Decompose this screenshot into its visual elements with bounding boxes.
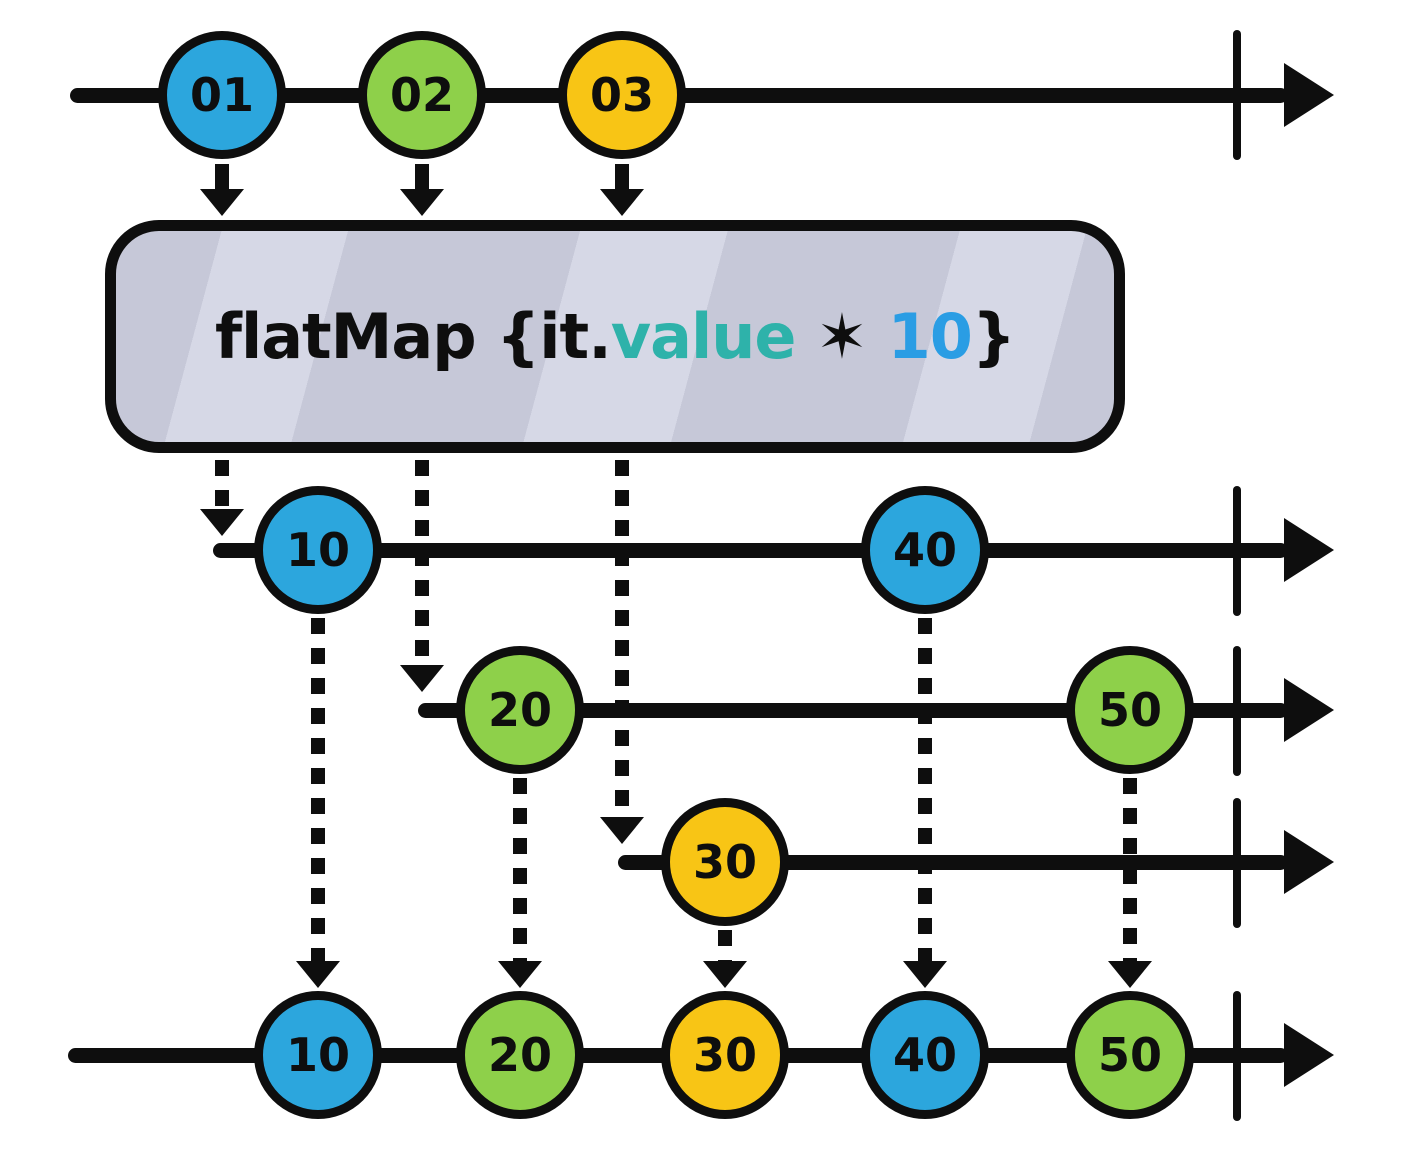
- marble-label: 40: [892, 523, 957, 577]
- marble-label: 10: [285, 1028, 350, 1082]
- marble: 02: [358, 31, 486, 159]
- marble: 50: [1066, 646, 1194, 774]
- marble-label: 02: [389, 68, 454, 122]
- operator-expression: flatMap {it.value ✶ 10}: [214, 300, 1016, 373]
- marble: 30: [661, 991, 789, 1119]
- dashed-emit-arrow-icon: [498, 778, 542, 988]
- emit-arrow-icon: [400, 164, 444, 216]
- marble-label: 20: [487, 1028, 552, 1082]
- dashed-emit-arrow-icon: [200, 460, 244, 536]
- operator-text-part: value: [610, 300, 797, 373]
- arrow-head: [296, 961, 340, 988]
- marble-label: 01: [189, 68, 254, 122]
- inner-timeline-1-end-tick: [1233, 486, 1241, 616]
- arrow-shaft: [918, 618, 932, 961]
- dashed-emit-arrow-icon: [296, 618, 340, 988]
- marble-label: 50: [1097, 683, 1162, 737]
- arrow-shaft: [513, 778, 527, 961]
- dashed-emit-arrow-icon: [903, 618, 947, 988]
- marble-label: 50: [1097, 1028, 1162, 1082]
- marble: 10: [254, 991, 382, 1119]
- arrow-head: [703, 961, 747, 988]
- flatmap-operator-box: flatMap {it.value ✶ 10}: [105, 220, 1125, 453]
- output-timeline-arrowhead-icon: [1284, 1023, 1334, 1087]
- arrow-head: [498, 961, 542, 988]
- marble: 40: [861, 991, 989, 1119]
- arrow-shaft: [215, 164, 229, 189]
- dashed-emit-arrow-icon: [600, 460, 644, 844]
- dashed-emit-arrow-icon: [400, 460, 444, 692]
- inner-timeline-2-end-tick: [1233, 646, 1241, 776]
- arrow-head: [600, 817, 644, 844]
- marble: 20: [456, 646, 584, 774]
- marble-label: 30: [692, 1028, 757, 1082]
- operator-text-part: flatMap {it.: [214, 300, 612, 373]
- arrow-shaft: [415, 164, 429, 189]
- arrow-shaft: [415, 460, 429, 665]
- arrow-shaft: [215, 460, 229, 509]
- marble-label: 03: [589, 68, 654, 122]
- dashed-emit-arrow-icon: [1108, 778, 1152, 988]
- dashed-emit-arrow-icon: [703, 930, 747, 988]
- marble: 10: [254, 486, 382, 614]
- marble-label: 10: [285, 523, 350, 577]
- emit-arrow-icon: [600, 164, 644, 216]
- marble: 50: [1066, 991, 1194, 1119]
- marble: 40: [861, 486, 989, 614]
- source-timeline-end-tick: [1233, 30, 1241, 160]
- emit-arrow-icon: [200, 164, 244, 216]
- arrow-head: [600, 189, 644, 216]
- arrow-head: [400, 665, 444, 692]
- arrow-shaft: [615, 164, 629, 189]
- inner-timeline-3-arrowhead-icon: [1284, 830, 1334, 894]
- arrow-head: [200, 189, 244, 216]
- marble: 20: [456, 991, 584, 1119]
- marble: 30: [661, 798, 789, 926]
- inner-timeline-2-arrowhead-icon: [1284, 678, 1334, 742]
- marble-label: 30: [692, 835, 757, 889]
- arrow-shaft: [311, 618, 325, 961]
- marble-label: 20: [487, 683, 552, 737]
- operator-text-part: }: [971, 300, 1016, 373]
- arrow-shaft: [615, 460, 629, 817]
- operator-text-part: ✶: [795, 300, 888, 373]
- operator-text-part: 10: [887, 300, 973, 373]
- arrow-head: [400, 189, 444, 216]
- inner-timeline-3-end-tick: [1233, 798, 1241, 928]
- arrow-head: [1108, 961, 1152, 988]
- arrow-shaft: [718, 930, 732, 961]
- marble-label: 40: [892, 1028, 957, 1082]
- source-timeline-arrowhead-icon: [1284, 63, 1334, 127]
- arrow-head: [903, 961, 947, 988]
- marble: 03: [558, 31, 686, 159]
- marble: 01: [158, 31, 286, 159]
- arrow-head: [200, 509, 244, 536]
- inner-timeline-1-line: [213, 543, 1288, 558]
- inner-timeline-1-arrowhead-icon: [1284, 518, 1334, 582]
- output-timeline-end-tick: [1233, 991, 1241, 1121]
